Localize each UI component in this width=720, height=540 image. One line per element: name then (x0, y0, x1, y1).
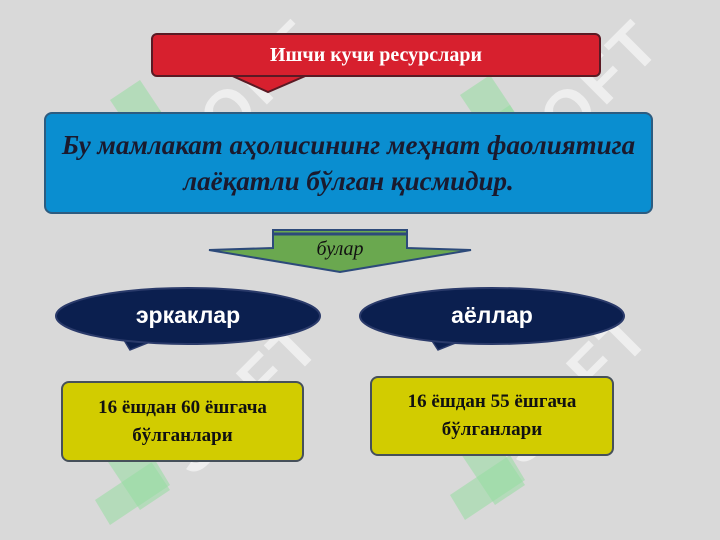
men-age-text: 16 ёшдан 60 ёшгача бўлганлари (98, 396, 267, 446)
group-label-men: эркаклар (135, 302, 241, 328)
men-age-box: 16 ёшдан 60 ёшгача бўлганлари (61, 381, 304, 462)
arrow-label: булар (316, 238, 364, 260)
definition-box: Бу мамлакат аҳолисининг меҳнат фаолиятиг… (44, 112, 653, 214)
down-arrow-shape (208, 229, 472, 274)
group-label-women: аёллар (451, 302, 533, 328)
women-age-text: 16 ёшдан 55 ёшгача бўлганлари (407, 391, 577, 440)
women-age-box: 16 ёшдан 55 ёшгача бўлганлари (370, 376, 614, 456)
definition-text: Бу мамлакат аҳолисининг меҳнат фаолиятиг… (61, 130, 636, 196)
title-text: Ишчи кучи ресурслари (269, 44, 482, 66)
title-callout: Ишчи кучи ресурслари (151, 33, 601, 77)
